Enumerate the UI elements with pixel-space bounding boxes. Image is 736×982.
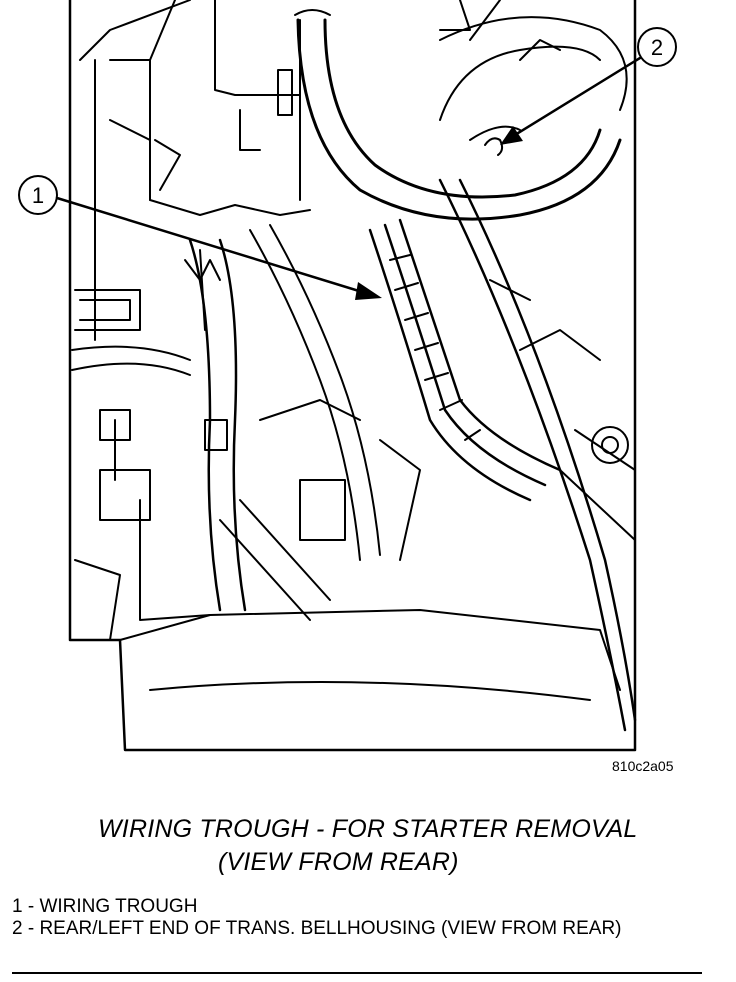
- top-tube: [294, 9, 622, 221]
- callout-2: 2: [500, 27, 677, 145]
- callout-1: 1: [18, 175, 382, 300]
- legend-item-2: 2 - REAR/LEFT END OF TRANS. BELLHOUSING …: [12, 918, 622, 939]
- technical-line-illustration: 1 2: [18, 0, 677, 752]
- callout-2-number: 2: [651, 35, 663, 60]
- callout-1-number: 1: [32, 183, 44, 208]
- legend-item-1: 1 - WIRING TROUGH: [12, 896, 198, 917]
- figure-code: 810c2a05: [612, 758, 674, 774]
- drawing-frame: [68, 0, 637, 752]
- center-hose: [184, 238, 247, 612]
- lower-connectors: [219, 224, 421, 621]
- bellhousing: [439, 0, 628, 156]
- legend: 1 - WIRING TROUGH 2 - REAR/LEFT END OF T…: [12, 896, 712, 940]
- right-side-details: [489, 279, 636, 541]
- caption-subtitle: (VIEW FROM REAR): [218, 848, 459, 876]
- left-brackets: [71, 289, 211, 641]
- bottom-rule: [12, 972, 702, 974]
- engine-housing: [79, 0, 311, 341]
- floor-plate: [119, 609, 621, 701]
- caption-title: WIRING TROUGH - FOR STARTER REMOVAL: [98, 815, 638, 843]
- wiring-trough: [368, 218, 562, 502]
